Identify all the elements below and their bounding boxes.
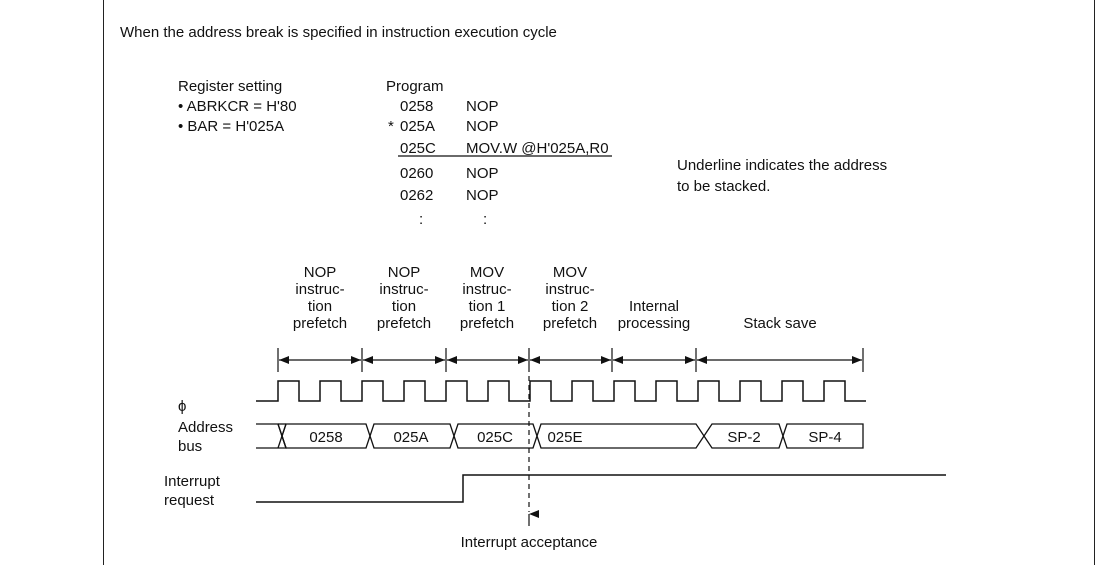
phase-label: prefetch	[460, 315, 514, 332]
phase-label: NOP	[304, 264, 337, 281]
phase-label: NOP	[388, 264, 421, 281]
phase-label: processing	[618, 315, 691, 332]
phase-label: Stack save	[743, 315, 816, 332]
program-instr: NOP	[466, 165, 499, 182]
phase-label: prefetch	[543, 315, 597, 332]
bus-value: 0258	[309, 429, 342, 446]
bus-value: 025A	[393, 429, 428, 446]
program-addr: 025C	[400, 140, 436, 157]
figure-title: When the address break is specified in i…	[120, 24, 557, 41]
register-item-bar: • BAR = H'025A	[178, 118, 284, 135]
address-bus-waveform	[256, 423, 864, 449]
register-heading: Register setting	[178, 78, 282, 95]
program-addr: 0260	[400, 165, 433, 182]
phase-label: MOV	[470, 264, 504, 281]
phase-label: tion	[392, 298, 416, 315]
address-bus-label: bus	[178, 438, 202, 455]
bus-value: SP-4	[808, 429, 841, 446]
bus-value: SP-2	[727, 429, 760, 446]
phase-label: instruc-	[379, 281, 428, 298]
program-addr: 0258	[400, 98, 433, 115]
clock-signal-label: ϕ	[178, 398, 186, 415]
program-heading: Program	[386, 78, 444, 95]
interrupt-request-label: Interrupt	[164, 473, 221, 490]
program-instr: MOV.W @H'025A,R0	[466, 140, 609, 157]
bus-value: 025E	[547, 429, 582, 446]
program-addr: 0262	[400, 187, 433, 204]
bus-value: 025C	[477, 429, 513, 446]
program-instr: NOP	[466, 98, 499, 115]
clock-waveform	[256, 380, 866, 402]
program-continuation: :	[419, 211, 423, 228]
phase-label: tion 2	[552, 298, 589, 315]
phase-label: tion 1	[469, 298, 506, 315]
address-bus-label: Address	[178, 419, 233, 436]
break-marker: *	[388, 118, 394, 135]
program-addr: 025A	[400, 118, 435, 135]
phase-label: instruc-	[462, 281, 511, 298]
note-line: Underline indicates the address	[677, 157, 887, 174]
program-continuation: :	[483, 211, 487, 228]
phase-label: instruc-	[545, 281, 594, 298]
note-line: to be stacked.	[677, 178, 770, 195]
phase-label: tion	[308, 298, 332, 315]
register-item-abrkcr: • ABRKCR = H'80	[178, 98, 297, 115]
interrupt-request-label: request	[164, 492, 215, 509]
phase-label: MOV	[553, 264, 587, 281]
program-instr: NOP	[466, 118, 499, 135]
figure-frame	[103, 0, 1095, 565]
interrupt-request-waveform	[256, 474, 946, 503]
program-instr: NOP	[466, 187, 499, 204]
phase-label: instruc-	[295, 281, 344, 298]
interrupt-acceptance-label: Interrupt acceptance	[461, 534, 598, 551]
phase-markers	[277, 348, 864, 372]
phase-label: prefetch	[377, 315, 431, 332]
phase-label: Internal	[629, 298, 679, 315]
phase-label: prefetch	[293, 315, 347, 332]
